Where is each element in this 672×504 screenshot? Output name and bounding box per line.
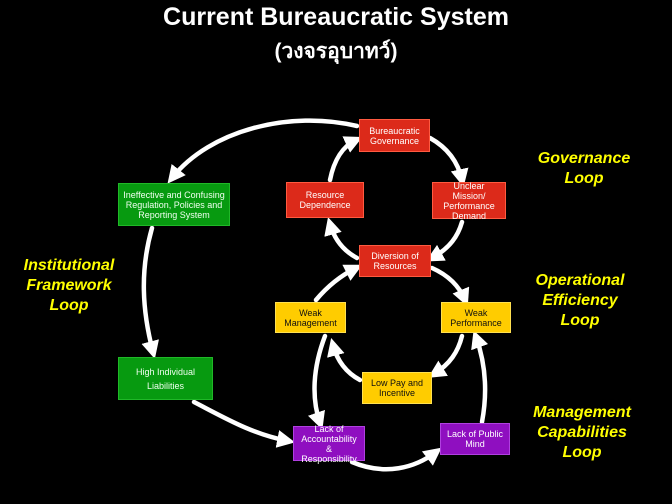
arrow-resource-to-governance bbox=[327, 136, 363, 183]
node-resource-dependence: Resource Dependence bbox=[286, 182, 364, 218]
node-weak-management: Weak Management bbox=[275, 302, 346, 333]
arrow-governance-to-unclear bbox=[427, 135, 469, 188]
arrow-weakperformance-to-lowpay bbox=[427, 333, 465, 378]
node-lack-of-public-mind: Lack of Public Mind bbox=[440, 423, 510, 455]
arrow-liabilities-to-accountability bbox=[191, 399, 296, 448]
node-diversion-of-resources: Diversion of Resources bbox=[359, 245, 431, 277]
node-weak-performance: Weak Performance bbox=[441, 302, 511, 333]
arrow-weakmanagement-to-diversion bbox=[313, 264, 363, 303]
arrow-lowpay-to-weakmanagement bbox=[327, 338, 363, 383]
page-title: Current Bureaucratic System bbox=[163, 3, 509, 31]
arrow-diversion-to-weakperformance bbox=[429, 265, 470, 307]
node-unclear-mission: Unclear Mission/ Performance Demand bbox=[432, 181, 506, 221]
arrow-governance-to-regulation bbox=[167, 118, 360, 184]
arrow-regulation-to-liabilities bbox=[141, 225, 159, 359]
label-institutional-loop: Institutional Framework Loop bbox=[23, 257, 115, 314]
arrow-unclear-to-diversion bbox=[425, 219, 465, 262]
label-governance-loop: Governance Loop bbox=[537, 150, 631, 187]
label-management-loop: Management Capabilities Loop bbox=[533, 404, 631, 461]
arrow-diversion-to-resource bbox=[324, 217, 360, 261]
node-low-pay: Low Pay and Incentive bbox=[362, 372, 432, 404]
label-operational-loop: Operational Efficiency Loop bbox=[535, 272, 625, 329]
node-high-individual-liabilities: High Individual Liabilities bbox=[118, 357, 213, 400]
node-bureaucratic-governance: Bureaucratic Governance bbox=[359, 119, 430, 152]
page-subtitle: (วงจรอุบาทว์) bbox=[274, 40, 398, 63]
node-lack-of-accountability: Lack of Accountability & Responsibility bbox=[293, 424, 365, 464]
arrow-publicmind-to-weakperformance bbox=[471, 330, 489, 425]
arrow-accountability-to-publicmind bbox=[349, 447, 442, 472]
node-ineffective-regulation: Ineffective and Confusing Regulation, Po… bbox=[118, 183, 230, 226]
arrow-weakmanagement-to-accountability bbox=[307, 333, 328, 430]
